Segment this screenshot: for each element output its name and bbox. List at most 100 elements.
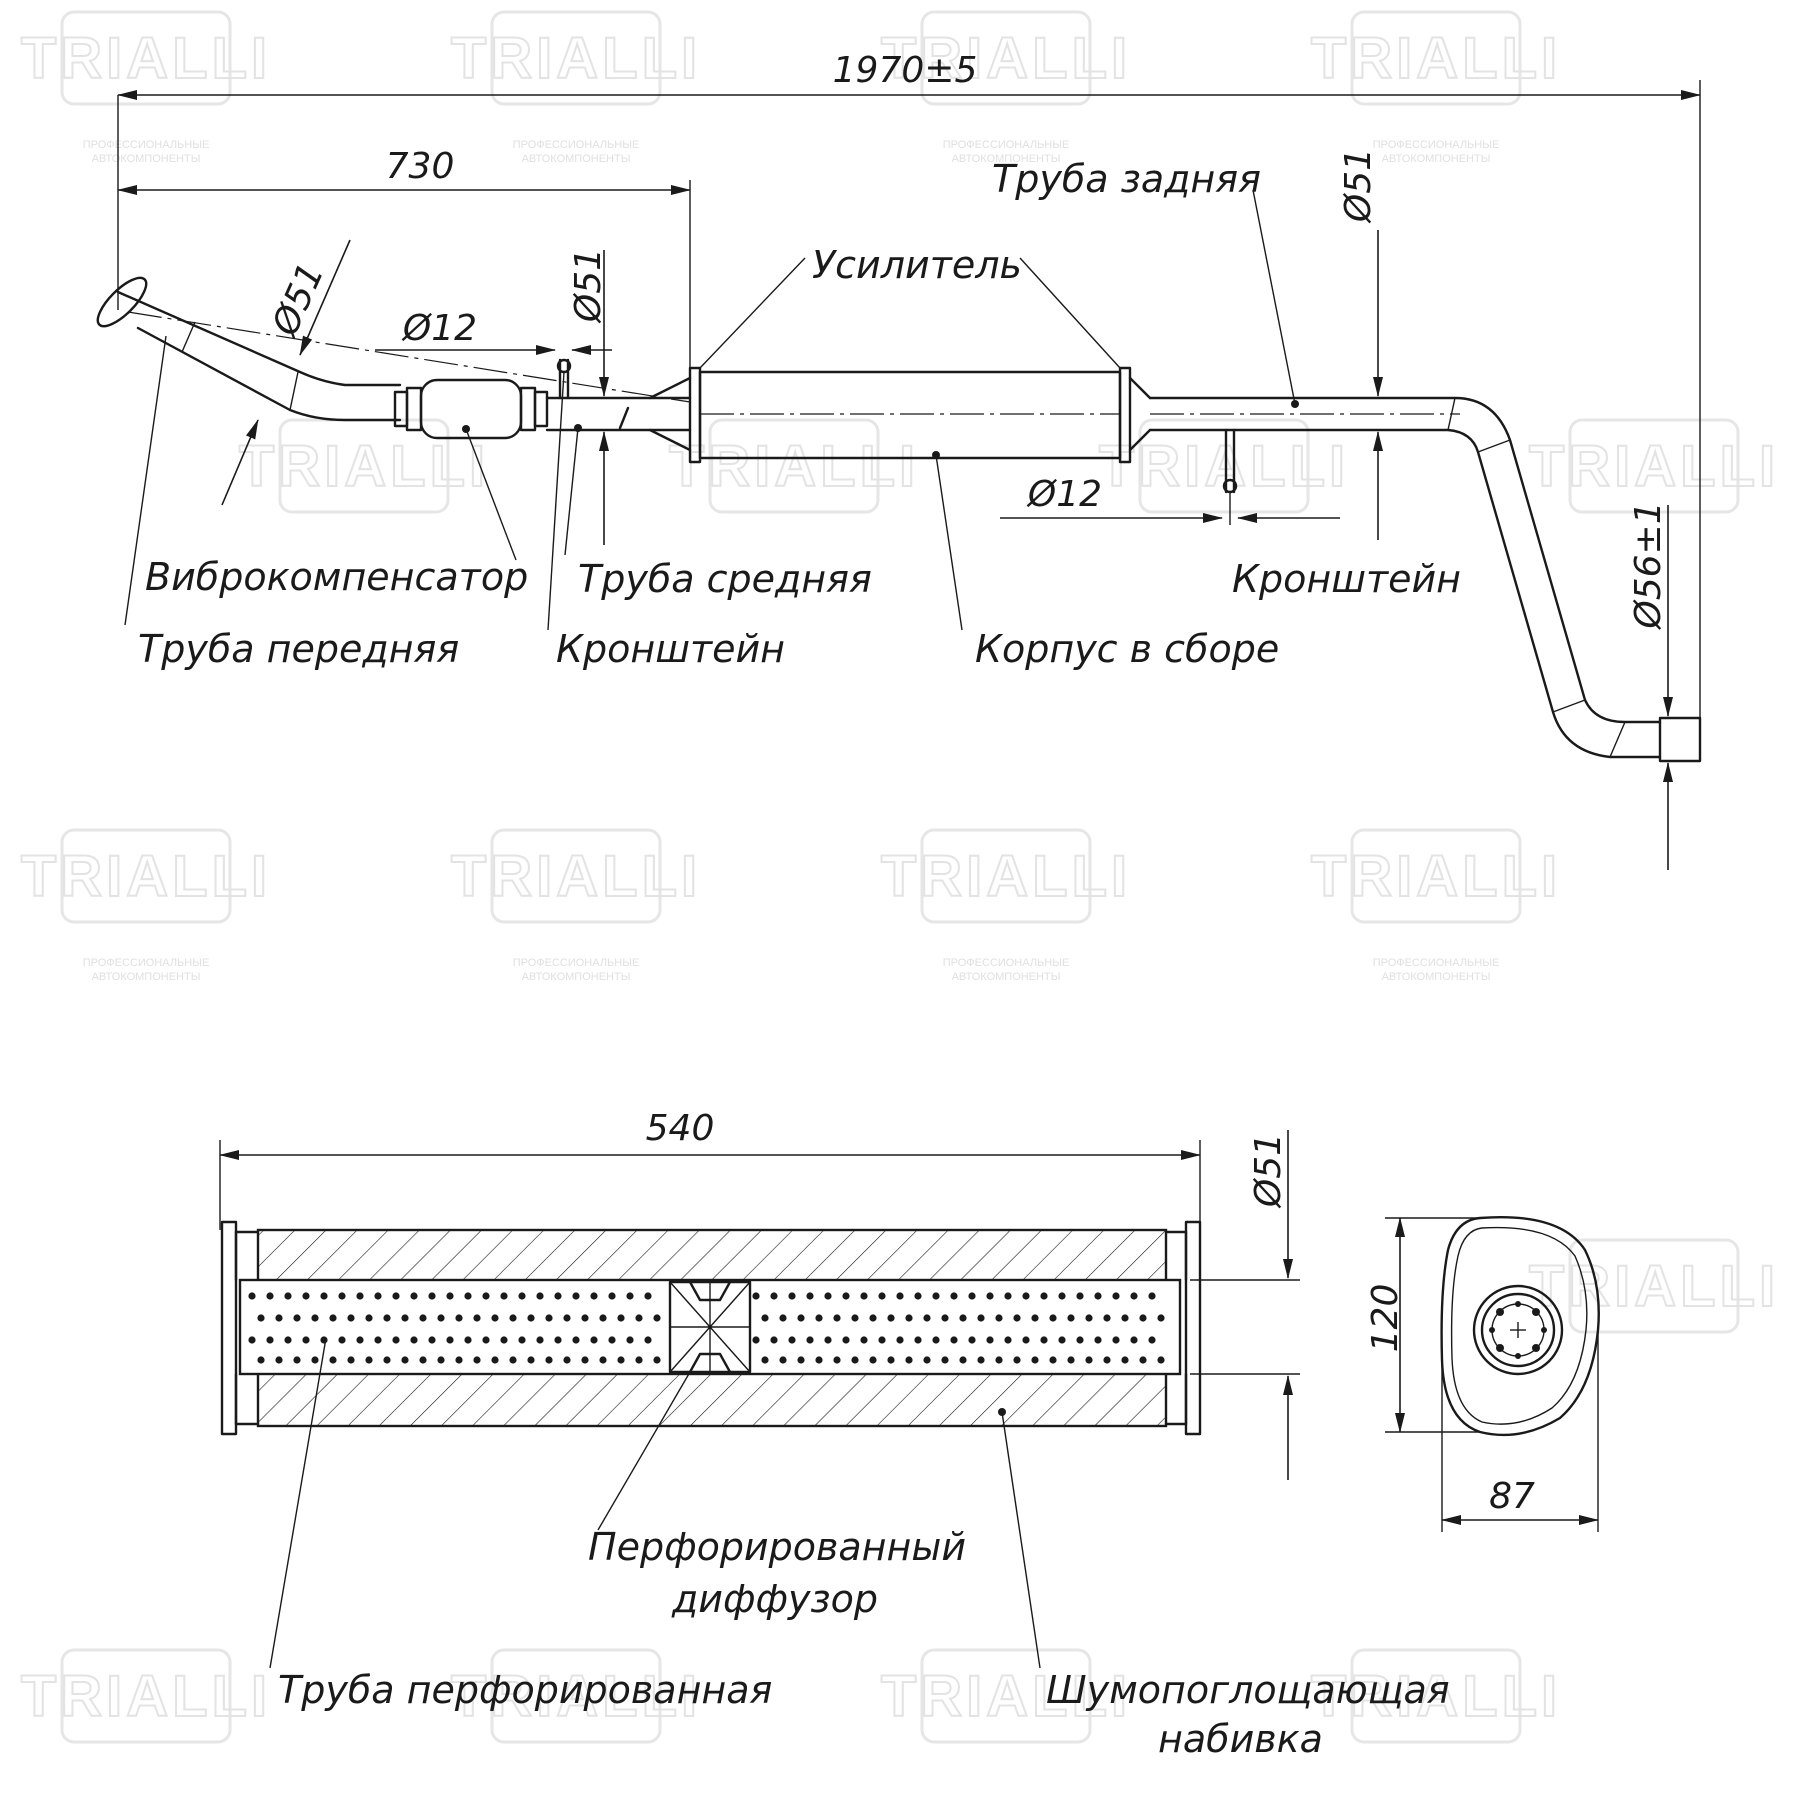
perforation-hole <box>410 1336 418 1344</box>
perforation-hole <box>788 1336 796 1344</box>
perforation-hole <box>932 1336 940 1344</box>
perforation-hole <box>374 1292 382 1300</box>
perforation-hole <box>878 1292 886 1300</box>
perforation-hole <box>446 1336 454 1344</box>
perforation-hole <box>896 1336 904 1344</box>
perforation-hole <box>1076 1292 1084 1300</box>
perforation-hole <box>1022 1336 1030 1344</box>
perforation-hole <box>347 1314 355 1322</box>
perforation-hole <box>995 1314 1003 1322</box>
perforation-hole <box>473 1356 481 1364</box>
perforation-hole <box>1076 1336 1084 1344</box>
dimension-bracket-front-diameter: Ø12 <box>375 308 612 355</box>
perforation-hole <box>1040 1336 1048 1344</box>
watermark-tagline: АВТОКОМПОНЕНТЫ <box>92 153 201 165</box>
perforation-hole <box>248 1336 256 1344</box>
perforation-hole <box>1058 1336 1066 1344</box>
perforation-hole <box>1148 1336 1156 1344</box>
watermark-logo: TRIALLI <box>450 10 698 106</box>
perforation-hole <box>1022 1292 1030 1300</box>
perforation-hole <box>329 1314 337 1322</box>
perforation-hole <box>1049 1356 1057 1364</box>
watermark-tagline: ПРОФЕССИОНАЛЬНЫЕ <box>1373 957 1500 969</box>
perforation-hole <box>302 1336 310 1344</box>
perforation-hole <box>320 1336 328 1344</box>
vibration-compensator <box>393 378 549 440</box>
perforation-hole <box>995 1356 1003 1364</box>
dimension-rear-pipe-diameter: Ø51 <box>1338 148 1420 540</box>
perforation-hole <box>509 1314 517 1322</box>
watermark-tagline: АВТОКОМПОНЕНТЫ <box>952 971 1061 983</box>
perforation-hole <box>905 1356 913 1364</box>
perforation-hole <box>977 1314 985 1322</box>
front-pipe <box>96 276 691 422</box>
perforation-hole <box>419 1314 427 1322</box>
perforation-hole <box>284 1336 292 1344</box>
perforation-hole <box>365 1356 373 1364</box>
perforation-hole <box>392 1292 400 1300</box>
perforation-hole <box>248 1292 256 1300</box>
watermark-logo: TRIALLI <box>880 1648 1128 1744</box>
perforation-hole <box>644 1292 652 1300</box>
perforation-hole <box>311 1314 319 1322</box>
label-sound-absorbing-2: набивка <box>1158 1717 1323 1761</box>
height-value: 120 <box>1365 1284 1406 1353</box>
watermark-logo: TRIALLI <box>1528 418 1776 514</box>
perforation-hole <box>365 1314 373 1322</box>
perforation-hole <box>509 1356 517 1364</box>
perforation-hole <box>653 1314 661 1322</box>
perforation-hole <box>1004 1292 1012 1300</box>
perforation-hole <box>446 1292 454 1300</box>
perforation-hole <box>572 1292 580 1300</box>
watermark-tagline: ПРОФЕССИОНАЛЬНЫЕ <box>83 139 210 151</box>
perforation-hole <box>761 1314 769 1322</box>
watermark-tagline: ПРОФЕССИОНАЛЬНЫЕ <box>513 139 640 151</box>
perforation-hole <box>914 1336 922 1344</box>
svg-text:TRIALLI: TRIALLI <box>1529 1254 1779 1319</box>
perforation-hole <box>374 1336 382 1344</box>
svg-text:TRIALLI: TRIALLI <box>881 26 1131 91</box>
watermark-tagline: ПРОФЕССИОНАЛЬНЫЕ <box>943 957 1070 969</box>
perforation-hole <box>878 1336 886 1344</box>
perforation-hole <box>293 1314 301 1322</box>
perforation-hole <box>347 1356 355 1364</box>
middle-pipe <box>545 396 692 432</box>
perforation-hole <box>806 1292 814 1300</box>
watermark-logo: TRIALLI <box>1528 1238 1779 1334</box>
perforation-hole <box>563 1314 571 1322</box>
dimension-section-pipe-diameter: Ø51 <box>1190 1130 1300 1480</box>
perforation-hole <box>500 1336 508 1344</box>
perforation-hole <box>815 1356 823 1364</box>
label-perforated-diffuser-2: диффузор <box>671 1577 878 1621</box>
perforation-hole <box>1004 1336 1012 1344</box>
perforation-hole <box>770 1336 778 1344</box>
front-pipe-diameter-value: Ø51 <box>264 257 332 343</box>
perforation-hole <box>275 1314 283 1322</box>
perforation-hole <box>581 1314 589 1322</box>
perforation-hole <box>572 1336 580 1344</box>
perforation-hole <box>518 1292 526 1300</box>
dimension-bracket-rear-diameter: Ø12 <box>1000 474 1340 523</box>
perforation-hole <box>464 1336 472 1344</box>
watermark-tagline: АВТОКОМПОНЕНТЫ <box>1382 153 1491 165</box>
perforation-hole <box>1085 1356 1093 1364</box>
perforation-hole <box>284 1292 292 1300</box>
perforation-hole <box>473 1314 481 1322</box>
bracket-front-diameter-value: Ø12 <box>401 308 477 349</box>
svg-text:TRIALLI: TRIALLI <box>21 844 271 909</box>
svg-text:TRIALLI: TRIALLI <box>239 434 489 499</box>
rear-pipe <box>1148 396 1702 763</box>
watermark-logo: TRIALLI <box>20 10 268 106</box>
overall-length-value: 1970±5 <box>833 50 978 91</box>
perforation-hole <box>527 1356 535 1364</box>
label-middle-pipe: Труба средняя <box>578 557 872 601</box>
perforation-hole <box>356 1336 364 1344</box>
perforation-hole <box>392 1336 400 1344</box>
perforation-hole <box>1031 1356 1039 1364</box>
dimension-overall-length: 1970±5 <box>117 50 1701 760</box>
perforation-hole <box>905 1314 913 1322</box>
watermark-logo: TRIALLI <box>1310 1648 1558 1744</box>
perforation-hole <box>626 1336 634 1344</box>
perforation-hole <box>824 1292 832 1300</box>
perforation-hole <box>1112 1292 1120 1300</box>
